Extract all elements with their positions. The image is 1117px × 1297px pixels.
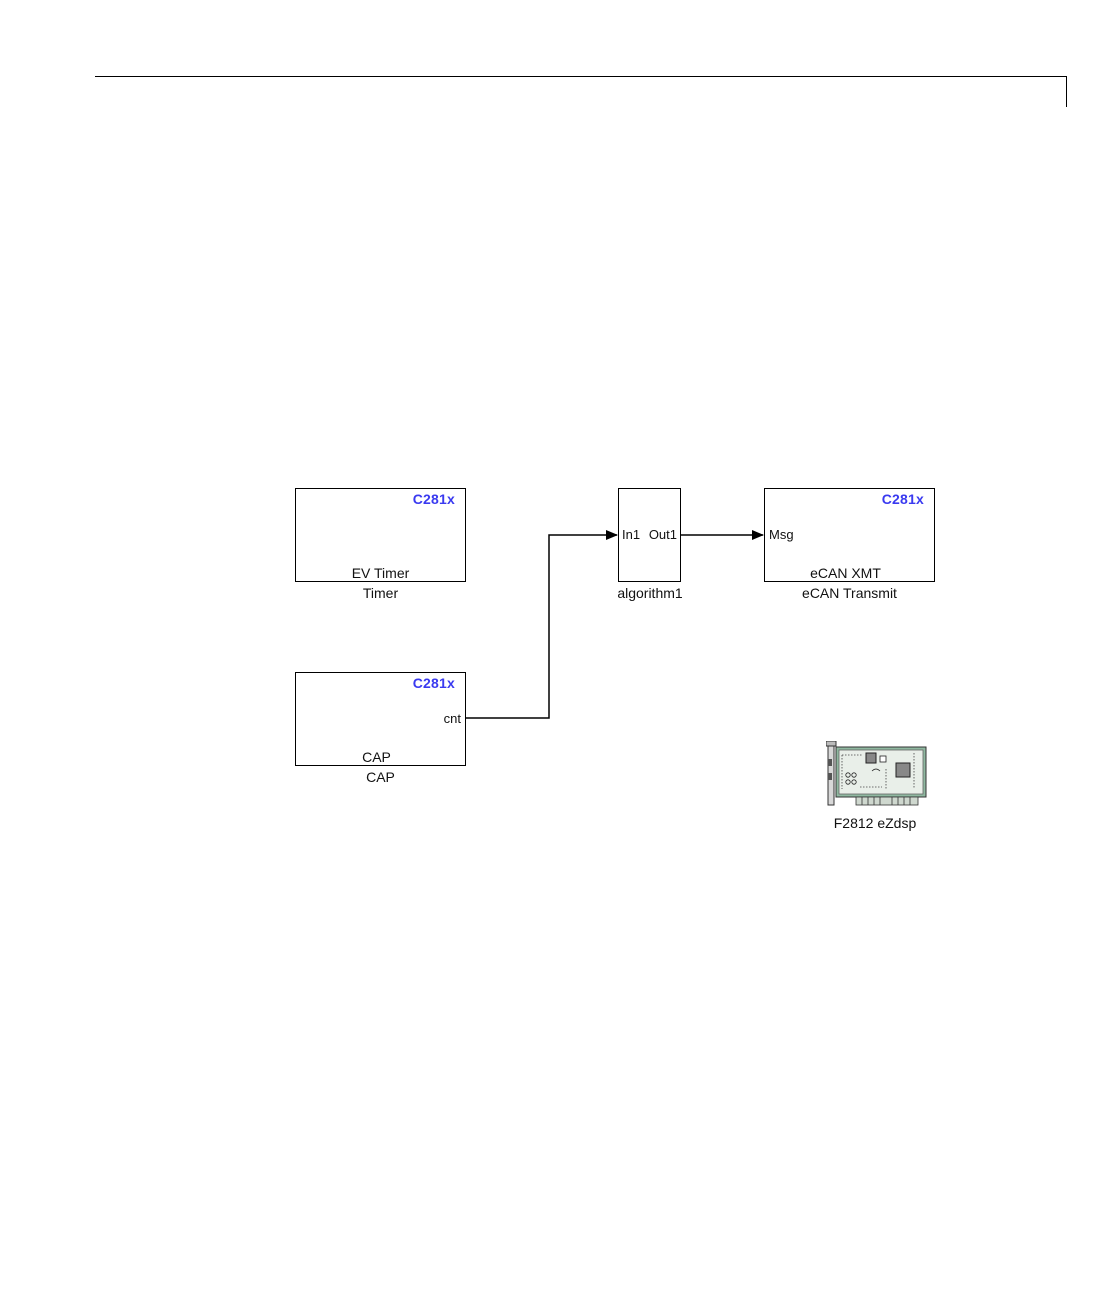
ecan-inner-label: eCAN XMT — [757, 565, 934, 581]
cap-port-cnt: cnt — [444, 711, 461, 726]
timer-block[interactable]: C281x EV Timer — [295, 488, 466, 582]
timer-name: Timer — [295, 585, 466, 601]
cap-block[interactable]: C281x cnt CAP — [295, 672, 466, 766]
algorithm-name: algorithm1 — [590, 585, 710, 601]
ecan-tag: C281x — [882, 491, 924, 507]
cap-name: CAP — [295, 769, 466, 785]
timer-inner-label: EV Timer — [296, 565, 465, 581]
ecan-port-msg: Msg — [769, 527, 794, 542]
cap-tag: C281x — [413, 675, 455, 691]
ezdsp-board-icon[interactable] — [826, 741, 928, 807]
ecan-name: eCAN Transmit — [764, 585, 935, 601]
algorithm-port-out: Out1 — [649, 527, 677, 542]
board-name: F2812 eZdsp — [800, 815, 950, 831]
timer-tag: C281x — [413, 491, 455, 507]
wire-cap-to-algorithm — [466, 535, 617, 718]
ecan-block[interactable]: C281x Msg eCAN XMT — [764, 488, 935, 582]
cap-inner-label: CAP — [288, 749, 465, 765]
algorithm-port-in: In1 — [622, 527, 640, 542]
algorithm-block[interactable]: In1 Out1 — [618, 488, 681, 582]
